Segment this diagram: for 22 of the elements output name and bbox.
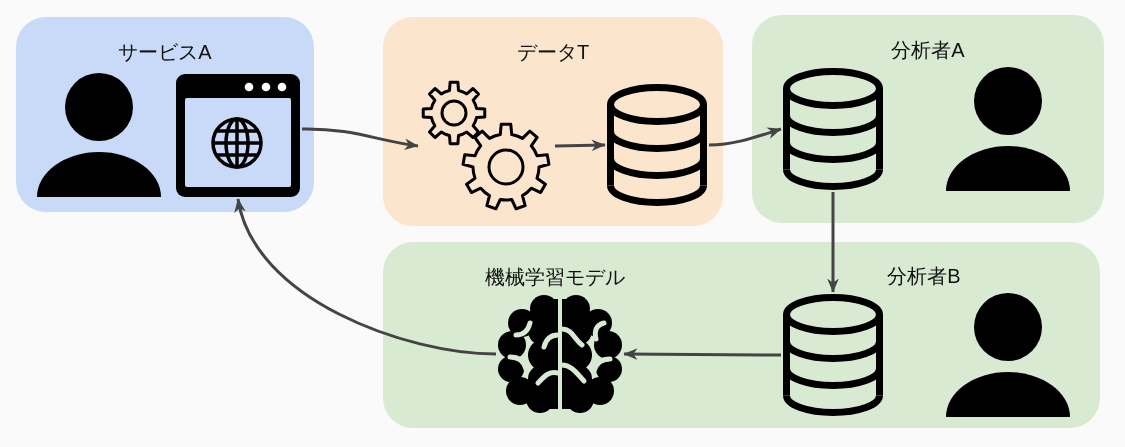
group-panel [16,17,314,212]
arrow [623,348,781,360]
database-icon [607,84,707,206]
group-panel [383,17,723,226]
arrow [708,127,782,147]
arrow [302,127,419,150]
arrow [827,192,839,293]
person-icon [37,73,161,197]
node-label: 機械学習モデル [485,266,625,288]
panel-title: 分析者B [887,265,961,287]
browser-window-icon [176,74,300,197]
group-panel [752,15,1104,223]
panel-title: 分析者A [891,39,965,61]
panel-title: データT [516,41,590,63]
arrow [235,198,497,356]
group-panel [383,242,1100,428]
database-icon [783,294,883,416]
person-icon [946,293,1070,417]
database-icon [783,68,883,190]
panel-title: サービスA [118,41,212,63]
arrow [554,139,606,152]
person-icon [946,67,1070,191]
